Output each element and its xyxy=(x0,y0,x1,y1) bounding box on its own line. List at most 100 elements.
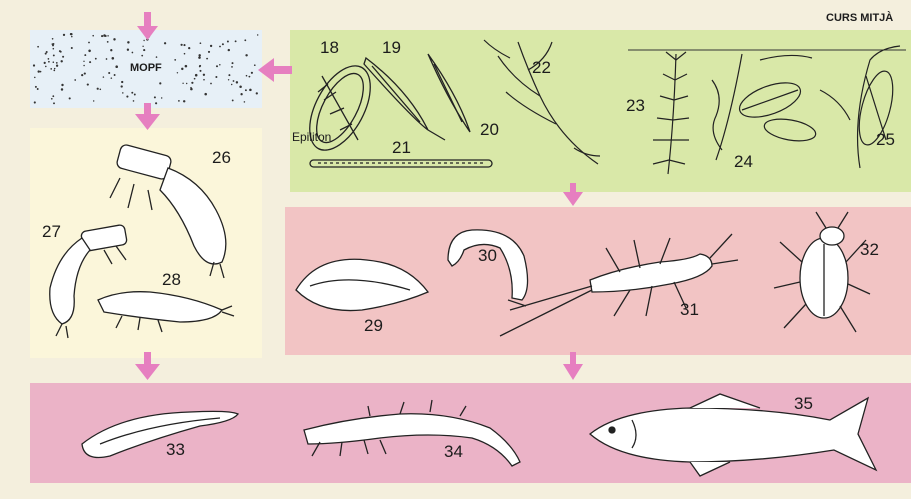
mopf-particle xyxy=(203,79,205,81)
mopf-particle xyxy=(87,84,89,86)
mopf-particle xyxy=(83,61,84,62)
label-28: 28 xyxy=(162,270,181,290)
mopf-particle xyxy=(256,92,258,94)
fish-35 xyxy=(590,394,876,476)
mopf-particle xyxy=(131,92,133,94)
mopf-particle xyxy=(61,60,63,62)
mopf-particle xyxy=(48,61,50,63)
mopf-particle xyxy=(227,41,229,43)
mopf-particle xyxy=(236,81,238,83)
mopf-particle xyxy=(228,49,230,51)
mopf-particle xyxy=(249,76,251,78)
label-29: 29 xyxy=(364,316,383,336)
mopf-particle xyxy=(190,87,192,89)
mopf-particle xyxy=(219,46,221,48)
mopf-particle xyxy=(210,45,212,47)
mopf-particle xyxy=(35,86,37,88)
mopf-particle xyxy=(244,101,246,103)
header-title: CURS MITJÀ xyxy=(826,12,893,24)
label-32: 32 xyxy=(860,240,879,260)
mopf-particle xyxy=(53,102,55,104)
label-27: 27 xyxy=(42,222,61,242)
mopf-particle xyxy=(204,93,207,96)
mopf-particle xyxy=(177,72,178,73)
mopf-particle xyxy=(70,33,72,35)
mopf-particle xyxy=(222,43,224,45)
mopf-particle xyxy=(199,66,201,68)
mopf-particle xyxy=(56,65,58,67)
mopf-particle xyxy=(228,74,230,76)
mopf-particle xyxy=(53,48,55,50)
diatom-18 xyxy=(297,56,383,160)
mopf-particle xyxy=(54,68,55,69)
label-31: 31 xyxy=(680,300,699,320)
mopf-particle xyxy=(232,99,234,101)
mopf-particle xyxy=(53,70,55,72)
mopf-particle xyxy=(61,84,63,86)
mopf-particle xyxy=(183,100,185,102)
mopf-particle xyxy=(107,35,108,36)
mopf-particle xyxy=(142,46,143,47)
mopf-particle xyxy=(239,86,242,89)
arrow-left-to-mopf xyxy=(258,58,292,82)
arrow-down-top xyxy=(137,12,158,40)
mopf-particle xyxy=(111,77,113,79)
plant-24 xyxy=(712,54,817,160)
mopf-particle xyxy=(132,52,134,54)
label-25: 25 xyxy=(876,130,895,150)
mopf-particle xyxy=(34,101,36,103)
mopf-particle xyxy=(182,83,183,84)
mopf-particle xyxy=(50,68,52,70)
mopf-particle xyxy=(233,80,235,82)
mopf-particle xyxy=(110,49,112,51)
mopf-particle xyxy=(195,74,198,77)
label-22: 22 xyxy=(532,58,551,78)
mopf-particle xyxy=(198,54,200,56)
mopf-particle xyxy=(245,54,247,56)
mopf-particle xyxy=(38,70,40,72)
mopf-particle xyxy=(40,71,42,73)
mopf-particle xyxy=(181,68,183,70)
leech-33 xyxy=(82,411,238,457)
mopf-particle xyxy=(93,100,94,101)
mopf-particle xyxy=(188,47,190,49)
beetle-32 xyxy=(774,212,870,332)
label-21: 21 xyxy=(392,138,411,158)
label-23: 23 xyxy=(626,96,645,116)
nymph-31 xyxy=(500,234,738,336)
mopf-particle xyxy=(200,42,202,44)
mopf-particle xyxy=(203,74,205,76)
mopf-particle xyxy=(183,44,185,46)
diatom-21 xyxy=(310,160,492,167)
mopf-particle xyxy=(105,35,107,37)
mopf-particle xyxy=(249,89,252,92)
larva-34 xyxy=(304,400,520,466)
larva-28 xyxy=(98,292,234,332)
mopf-particle xyxy=(257,34,258,35)
mopf-particle xyxy=(231,66,233,68)
label-35: 35 xyxy=(794,394,813,414)
mopf-particle xyxy=(48,58,50,60)
mopf-particle xyxy=(126,96,128,98)
mopf-particle xyxy=(115,65,118,68)
mopf-particle xyxy=(52,43,54,45)
mopf-particle xyxy=(180,44,182,46)
mopf-particle xyxy=(83,65,85,67)
mopf-particle xyxy=(186,83,187,84)
mopf-particle xyxy=(251,72,253,74)
mopf-particle xyxy=(103,76,104,77)
mopf-particle xyxy=(71,36,73,38)
mopf-particle xyxy=(37,46,39,48)
mopf-particle xyxy=(45,66,47,68)
mopf-particle xyxy=(56,62,58,64)
label-20: 20 xyxy=(480,120,499,140)
mopf-particle xyxy=(122,92,124,94)
mopf-particle xyxy=(113,38,115,40)
arrow-down-mopf xyxy=(135,103,160,130)
mopf-particle xyxy=(71,47,73,49)
mopf-particle xyxy=(81,74,83,76)
mopf-particle xyxy=(101,35,103,37)
mopf-particle xyxy=(219,64,221,66)
mopf-particle xyxy=(34,77,36,79)
